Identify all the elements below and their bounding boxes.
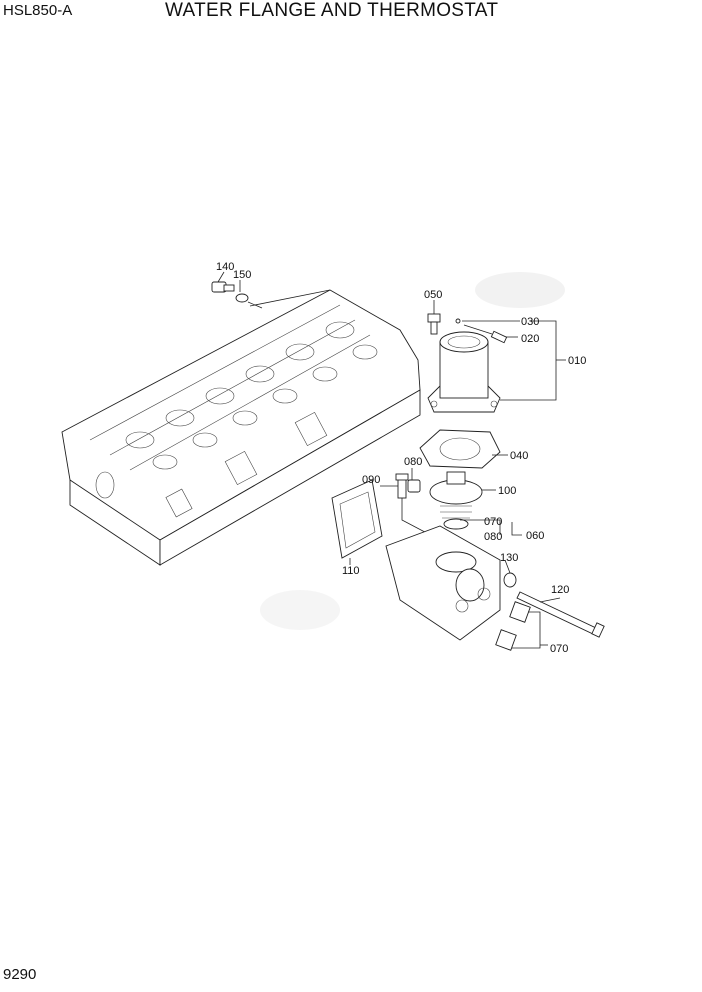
callout-050: 050 xyxy=(424,289,442,301)
callout-140: 140 xyxy=(216,261,234,273)
bolt-120 xyxy=(516,591,605,638)
thermostat-housing xyxy=(385,525,501,641)
washer-130 xyxy=(503,572,517,588)
plug-080 xyxy=(407,479,421,493)
callout-100: 100 xyxy=(498,485,516,497)
callout-020: 020 xyxy=(521,333,539,345)
callout-070-upper: 070 xyxy=(484,516,502,528)
callout-080-lower: 080 xyxy=(484,531,502,543)
water-flange xyxy=(427,331,501,413)
callout-040: 040 xyxy=(510,450,528,462)
callout-130: 130 xyxy=(500,552,518,564)
plugs-070 xyxy=(495,601,531,651)
callout-030: 030 xyxy=(521,316,539,328)
callout-120: 120 xyxy=(551,584,569,596)
thermostat-100 xyxy=(429,471,483,530)
cylinder-head xyxy=(61,289,421,566)
page-title: WATER FLANGE AND THERMOSTAT xyxy=(165,0,499,21)
callout-070-lower: 070 xyxy=(550,643,568,655)
callout-010: 010 xyxy=(568,355,586,367)
gasket-040 xyxy=(419,429,501,469)
page-number: 9290 xyxy=(3,966,37,983)
leader-lines xyxy=(217,271,566,649)
model-code: HSL850-A xyxy=(3,2,73,19)
background-shading xyxy=(260,272,565,630)
gasket-110 xyxy=(331,479,383,559)
callout-110: 110 xyxy=(342,565,360,577)
callout-150: 150 xyxy=(233,269,251,281)
part-140-150 xyxy=(211,281,263,309)
callout-090: 090 xyxy=(362,474,380,486)
callout-labels: 140 150 050 030 020 010 040 090 080 100 … xyxy=(216,261,586,655)
bolt-050 xyxy=(427,313,441,335)
callout-060: 060 xyxy=(526,530,544,542)
plug-020-030 xyxy=(455,318,508,344)
callout-080-upper: 080 xyxy=(404,456,422,468)
